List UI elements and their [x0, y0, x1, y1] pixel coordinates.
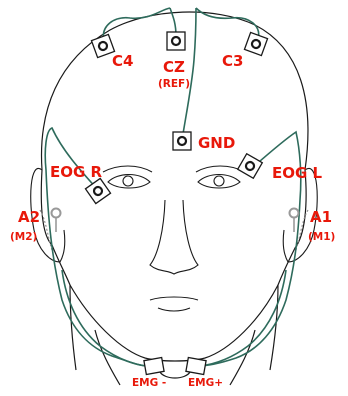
electrode-pad-icon [244, 32, 267, 55]
electrode-emg-plus [186, 358, 206, 375]
neck-right [230, 330, 255, 385]
nose [150, 200, 198, 274]
electrode-c3 [244, 32, 267, 55]
label-cz-ref: (REF) [158, 78, 190, 90]
label-c3: C3 [222, 52, 243, 70]
wire-c4 [103, 8, 170, 42]
mouth [150, 297, 198, 300]
electrode-pad-icon [144, 358, 164, 375]
electrode-gnd [173, 132, 191, 150]
ears [31, 168, 318, 262]
pupil-left [214, 176, 224, 186]
ear-electrode-icon [52, 209, 61, 218]
face-features [103, 166, 245, 311]
label-eog-l: EOG L [272, 164, 323, 182]
label-emg-minus: EMG - [132, 377, 166, 389]
eyebrow-right [103, 166, 152, 172]
electrode-pad-icon [186, 358, 206, 375]
electrode-a2 [52, 209, 61, 233]
label-cz: CZ [163, 58, 185, 76]
electrode-pad-icon [173, 132, 191, 150]
label-c4: C4 [112, 52, 133, 70]
electrode-pad-icon [167, 32, 185, 50]
label-a2: A2 [18, 208, 40, 226]
pupil-right [123, 176, 133, 186]
label-emg-plus: EMG+ [188, 377, 223, 389]
electrode-eog-r [85, 178, 110, 203]
electrode-cz [167, 32, 185, 50]
label-a1: A1 [310, 208, 332, 226]
electrode-pad-icon [85, 178, 110, 203]
label-eog-r: EOG R [50, 163, 103, 181]
ear-electrode-icon [290, 209, 299, 218]
electrode-a1 [290, 209, 299, 233]
electrode-emg-minus [144, 358, 164, 375]
electrode-eog-l [238, 154, 263, 179]
label-a2-alt: (M2) [10, 231, 37, 243]
electrode-labels: C4 CZ (REF) C3 GND EOG R EOG L A2 (M2) A… [10, 52, 335, 389]
label-a1-alt: (M1) [308, 231, 335, 243]
electrode-pad-icon [238, 154, 263, 179]
label-gnd: GND [198, 134, 235, 152]
